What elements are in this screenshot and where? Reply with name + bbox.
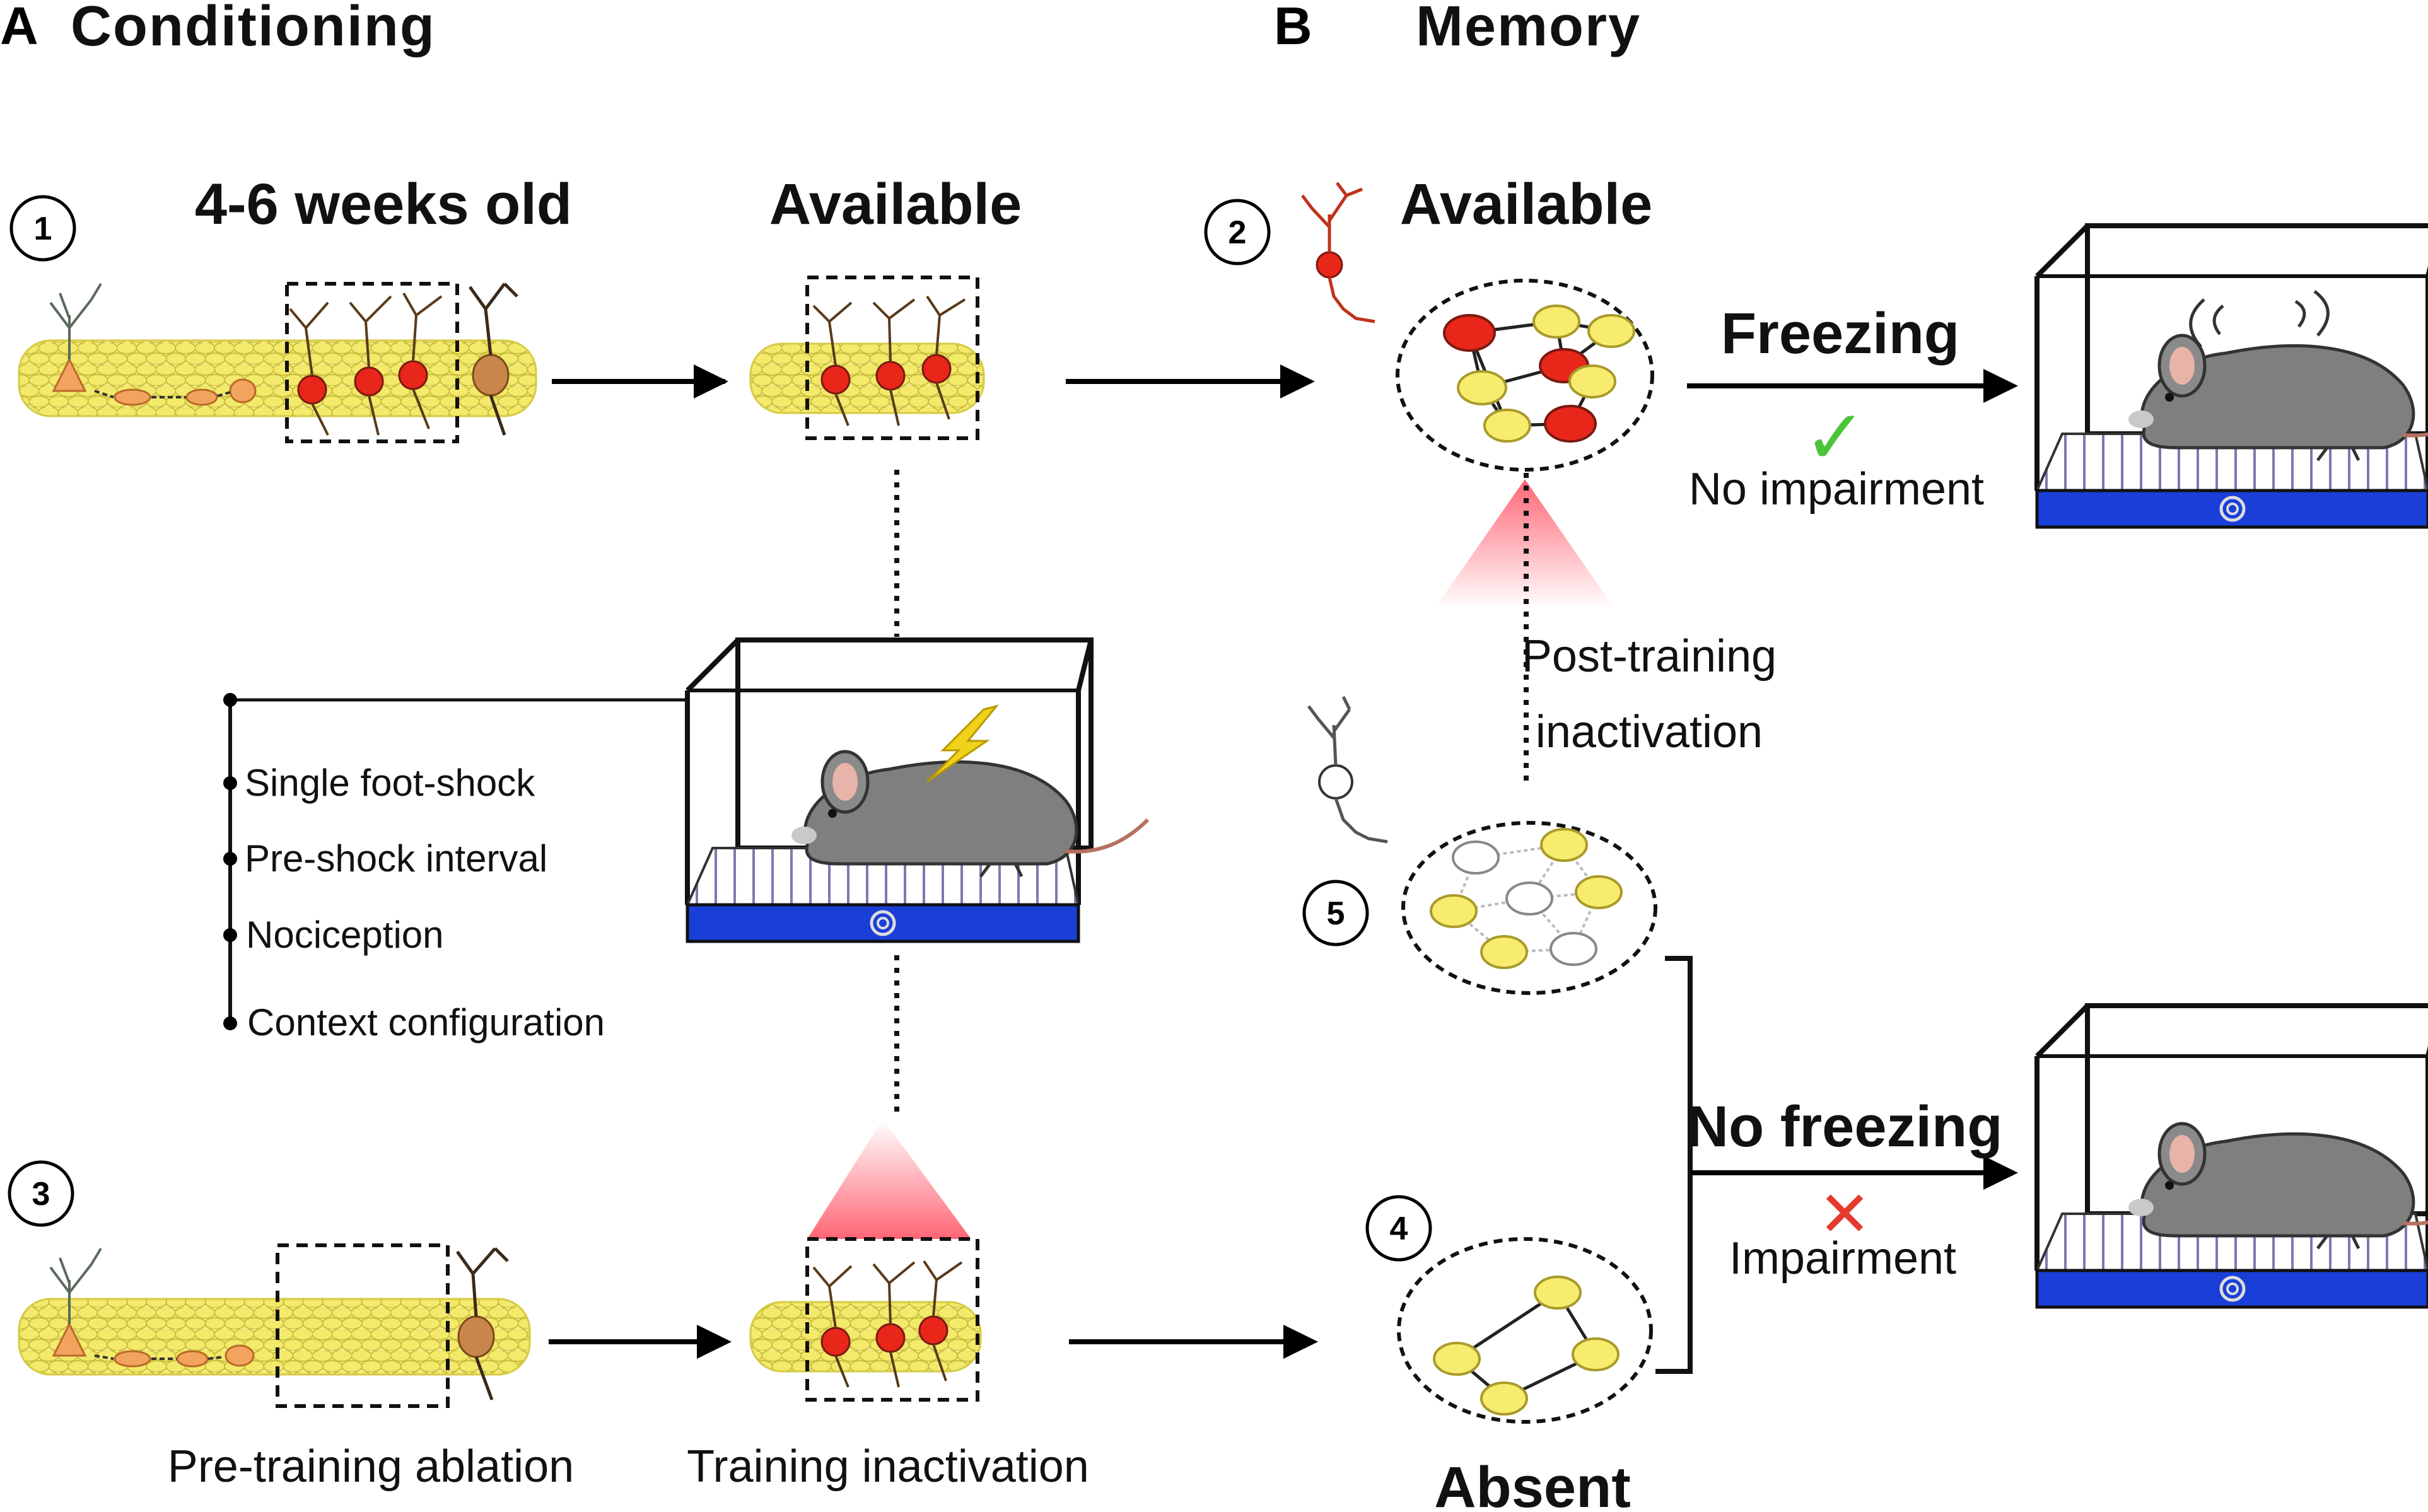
step-2-label: Available (1400, 172, 1653, 236)
panel-a-letter: A (0, 0, 38, 55)
step-1-result-label: Available (769, 172, 1022, 236)
selection-box-step-1 (285, 282, 459, 443)
freezing-note: No impairment (1689, 464, 1984, 515)
training-chamber (687, 640, 1148, 941)
lightning-bolt-icon (926, 704, 1000, 783)
bracket-connector (1655, 956, 1693, 1374)
step-2-number: 2 (1229, 214, 1247, 251)
step-3-result-label: Training inactivation (687, 1441, 1089, 1492)
panel-b-title: Memory (1416, 0, 1641, 58)
engram-network-step-5 (1401, 821, 1657, 995)
step-4-badge: 4 (1365, 1195, 1432, 1262)
step-1-label: 4-6 weeks old (195, 172, 572, 236)
light-cone-icon (1435, 479, 1614, 608)
step-2-badge: 2 (1204, 199, 1271, 265)
cell-layer-step-3-result (749, 1260, 982, 1388)
engram-network-step-2 (1396, 279, 1654, 472)
step-5-label-line-1: Post-training (1522, 631, 1777, 682)
memory-chamber-no-freezing (2037, 1006, 2428, 1307)
step-4-number: 4 (1390, 1211, 1408, 1247)
conditioning-factor-list: Single foot-shock Pre-shock interval Noc… (223, 693, 687, 1044)
step-4-label: Absent (1434, 1455, 1631, 1512)
step-5-label-line-2: inactivation (1536, 707, 1763, 757)
neuron-icon (289, 293, 443, 436)
step-1-number: 1 (34, 211, 52, 247)
step-1-badge: 1 (9, 195, 76, 262)
memory-chamber-freezing (2037, 226, 2428, 527)
ablation-box-step-3 (276, 1243, 450, 1408)
factor-item: Single foot-shock (245, 762, 535, 804)
selection-box-step-3-result (805, 1237, 979, 1402)
cell-layer-step-1 (18, 282, 537, 436)
mouse-icon (791, 752, 1148, 876)
factor-item: Nociception (246, 914, 444, 956)
freezing-label: Freezing (1721, 301, 1959, 366)
cell-layer-step-1-result (749, 295, 985, 426)
step-3-number: 3 (32, 1176, 50, 1213)
no-freezing-note: Impairment (1729, 1233, 1956, 1284)
no-freezing-label: No freezing (1687, 1095, 2003, 1159)
factor-item: Pre-shock interval (245, 837, 547, 880)
neuron-icon (1307, 695, 1388, 844)
panel-b-letter: B (1274, 0, 1312, 55)
selection-box-step-1-result (805, 276, 979, 440)
factor-item: Context configuration (247, 1001, 605, 1044)
step-3-label: Pre-training ablation (168, 1441, 574, 1492)
panel-a-title: Conditioning (71, 0, 436, 58)
neuron-icon (1301, 182, 1375, 323)
step-5-number: 5 (1327, 895, 1345, 932)
cross-icon: ✕ (1818, 1177, 1871, 1251)
step-5-badge: 5 (1302, 880, 1369, 946)
cell-layer-step-3 (18, 1247, 531, 1400)
step-3-badge: 3 (8, 1160, 74, 1227)
light-cone-icon (807, 1119, 971, 1239)
check-icon: ✓ (1804, 394, 1867, 482)
engram-network-step-4 (1397, 1237, 1653, 1424)
